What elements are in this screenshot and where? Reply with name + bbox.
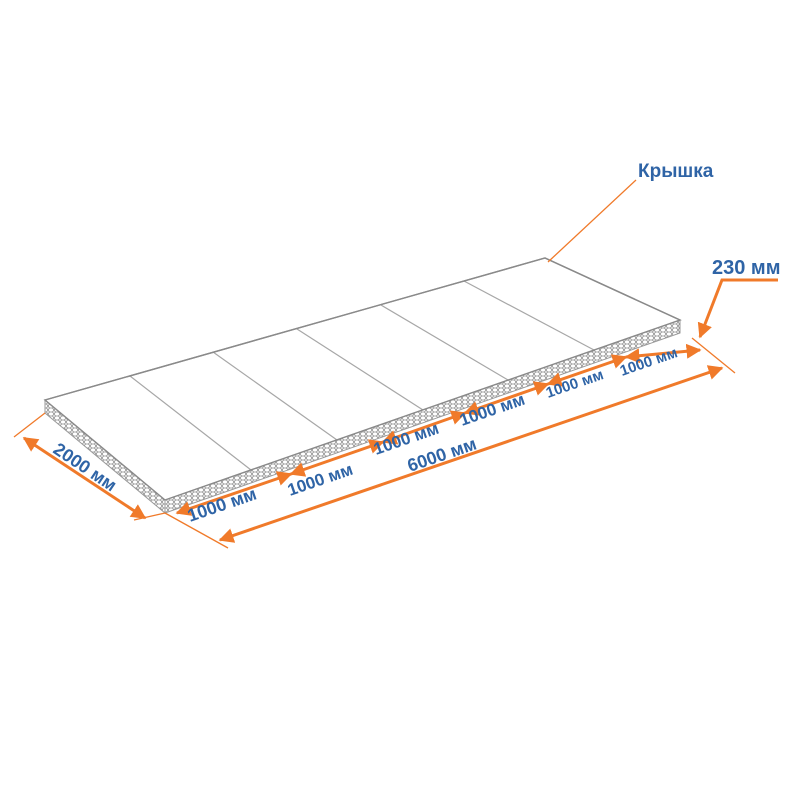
lid-callout: Крышка	[547, 161, 714, 263]
width-extension-2	[133, 512, 166, 521]
width-dimension: 2000 мм	[13, 412, 166, 521]
height-label: 230 мм	[712, 257, 781, 279]
length-dimension-line	[218, 365, 724, 543]
height-leader	[697, 278, 778, 339]
width-dimension-line	[22, 436, 147, 520]
lid-label: Крышка	[638, 161, 714, 182]
length-extension-left	[164, 512, 229, 549]
section-extension-right	[691, 337, 736, 374]
mattress-long-side	[164, 319, 681, 514]
length-dimension: 6000 мм	[164, 365, 724, 549]
height-callout: 230 мм	[697, 257, 781, 339]
section-6-line	[624, 343, 702, 364]
width-extension-1	[13, 412, 46, 438]
lid-leader-line	[547, 179, 637, 263]
section-dimensions: 1000 мм 1000 мм 1000 мм 1000 мм 1000 мм …	[175, 337, 736, 526]
